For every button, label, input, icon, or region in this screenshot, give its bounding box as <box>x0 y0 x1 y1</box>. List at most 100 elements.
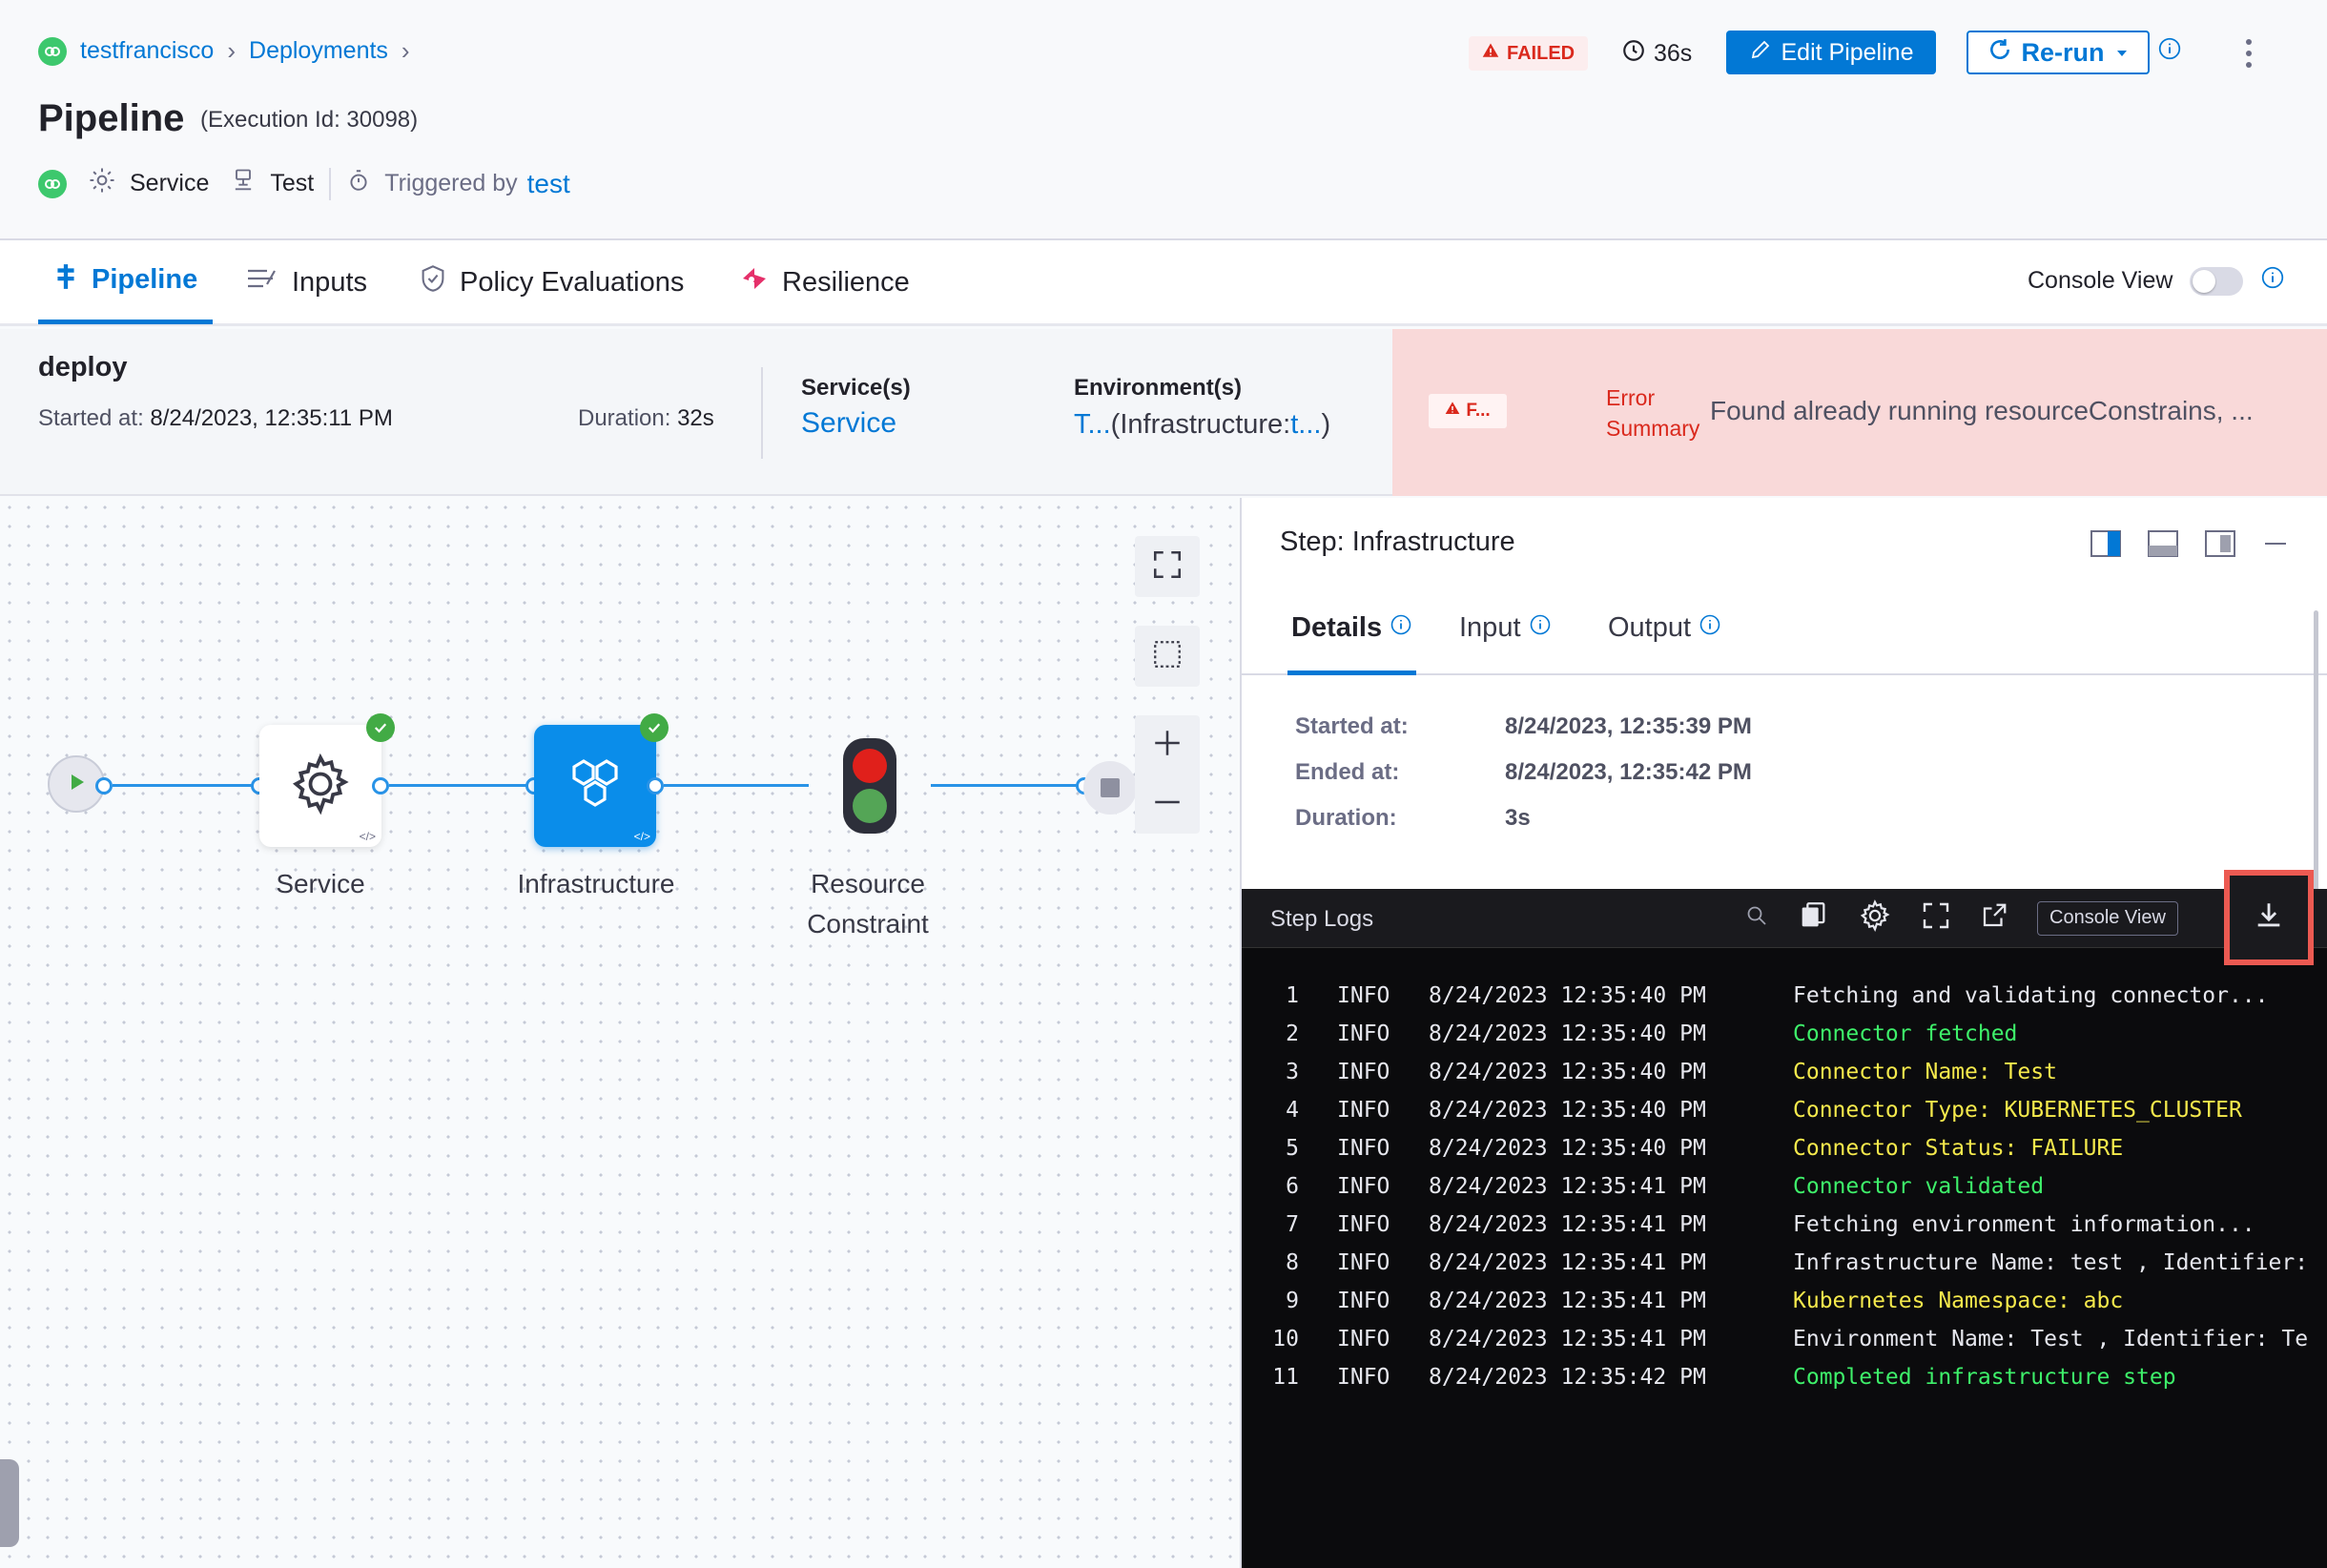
shield-check-icon <box>420 264 446 300</box>
log-timestamp: 8/24/2023 12:35:40 PM <box>1429 1060 1706 1084</box>
environment-icon <box>230 167 257 200</box>
search-icon[interactable] <box>1745 904 1768 932</box>
pipeline-end-node <box>1083 761 1137 815</box>
log-message: Connector fetched <box>1793 1021 2018 1046</box>
detail-key: Started at: <box>1295 713 1409 739</box>
resource-constraint-label-line2: Constraint <box>807 909 929 939</box>
edge-line <box>389 784 534 787</box>
info-icon[interactable] <box>2260 265 2285 297</box>
edit-pipeline-button[interactable]: Edit Pipeline <box>1726 31 1936 74</box>
detail-value: 8/24/2023, 12:35:39 PM <box>1505 713 1752 739</box>
layout-right-icon[interactable] <box>2090 530 2121 562</box>
fit-to-screen-button[interactable] <box>1135 536 1200 597</box>
layout-float-icon[interactable] <box>2205 530 2235 562</box>
layout-bottom-icon[interactable] <box>2148 530 2178 562</box>
rerun-button[interactable]: Re-run <box>1967 31 2150 74</box>
detail-value: 3s <box>1505 805 1531 831</box>
service-node[interactable]: </> <box>259 725 381 847</box>
step-logs: Step Logs Console View <box>1242 870 2327 1568</box>
resource-constraint-node-label: Resource Constraint <box>763 864 973 944</box>
resource-constraint-node[interactable] <box>843 738 896 834</box>
step-logs-toolbar: Step Logs Console View <box>1242 870 2327 965</box>
clock-icon <box>1621 38 1646 70</box>
zoom-in-icon[interactable] <box>1151 727 1184 764</box>
log-level: INFO <box>1337 983 1390 1008</box>
environments-value: T...(Infrastructure:t...) <box>1074 409 1330 441</box>
success-check-icon <box>640 713 669 742</box>
step-details-list: Started at: 8/24/2023, 12:35:39 PM Ended… <box>1295 713 1752 851</box>
tab-inputs[interactable]: Inputs <box>246 240 367 324</box>
resilience-icon <box>740 265 769 299</box>
connector-port <box>372 777 389 794</box>
stage-duration-value: 32s <box>677 405 714 431</box>
console-view-switch[interactable] <box>2190 266 2244 296</box>
log-level: INFO <box>1337 1174 1390 1199</box>
info-icon[interactable] <box>1529 612 1552 644</box>
selection-button[interactable] <box>1135 626 1200 687</box>
success-check-icon <box>366 713 395 742</box>
infrastructure-suffix: ) <box>1321 409 1331 440</box>
console-view-toggle-group: Console View <box>2028 265 2285 297</box>
project-logo-icon <box>38 36 67 66</box>
breadcrumb-project-link[interactable]: testfrancisco <box>80 37 215 64</box>
step-tab-input[interactable]: Input <box>1459 612 1552 675</box>
stage-started-value: 8/24/2023, 12:35:11 PM <box>150 405 393 431</box>
tab-resilience-label: Resilience <box>782 266 910 298</box>
log-line-number: 5 <box>1286 1136 1299 1161</box>
log-timestamp: 8/24/2023 12:35:40 PM <box>1429 983 1706 1008</box>
infrastructure-prefix: (Infrastructure: <box>1110 409 1291 440</box>
tab-policy-evaluations[interactable]: Policy Evaluations <box>420 240 684 324</box>
detail-key: Duration: <box>1295 805 1397 831</box>
fullscreen-icon[interactable] <box>1921 900 1951 936</box>
warning-icon <box>1445 401 1460 422</box>
log-tools: Console View <box>1745 898 2178 938</box>
tab-resilience[interactable]: Resilience <box>740 240 910 324</box>
caret-down-icon <box>2114 38 2130 68</box>
step-tab-output[interactable]: Output <box>1608 612 1721 675</box>
zoom-out-icon[interactable] <box>1151 786 1184 823</box>
detail-key: Ended at: <box>1295 759 1400 785</box>
refresh-icon <box>1987 37 2012 69</box>
error-summary-message[interactable]: Found already running resourceConstrains… <box>1710 396 2254 425</box>
info-icon[interactable] <box>1390 612 1412 644</box>
chevron-right-icon: › <box>227 36 237 65</box>
warning-icon <box>1482 42 1499 65</box>
download-logs-button[interactable] <box>2224 870 2314 965</box>
status-badge-label: FAILED <box>1507 42 1575 64</box>
execution-tabs: Pipeline Inputs Policy Evaluations Resil… <box>0 240 2327 326</box>
log-line-number: 4 <box>1286 1098 1299 1123</box>
log-timestamp: 8/24/2023 12:35:41 PM <box>1429 1212 1706 1237</box>
infrastructure-node[interactable]: </> <box>534 725 656 847</box>
step-tab-details[interactable]: Details <box>1287 612 1417 675</box>
breadcrumb-deployments-link[interactable]: Deployments <box>249 37 388 64</box>
canvas-toolbar <box>1135 536 1200 834</box>
status-badge: FAILED <box>1469 36 1589 71</box>
infrastructure-link[interactable]: t... <box>1290 409 1322 440</box>
info-icon[interactable] <box>2157 36 2182 66</box>
open-external-icon[interactable] <box>1980 901 2008 935</box>
services-link[interactable]: Service <box>801 407 897 439</box>
settings-gear-icon[interactable] <box>1858 898 1892 938</box>
copy-icon[interactable] <box>1797 899 1829 937</box>
log-message: Connector Type: KUBERNETES_CLUSTER <box>1793 1098 2242 1123</box>
detail-row-ended: Ended at: 8/24/2023, 12:35:42 PM <box>1295 759 1752 786</box>
sidebar-collapse-handle[interactable] <box>0 1459 19 1547</box>
triggered-by-user-link[interactable]: test <box>526 168 570 198</box>
info-icon[interactable] <box>1699 612 1721 644</box>
traffic-light-green-icon <box>853 789 887 823</box>
code-icon: </> <box>633 830 650 843</box>
duration-value: 36s <box>1654 40 1693 67</box>
more-options-icon[interactable] <box>2241 36 2256 75</box>
detail-row-started: Started at: 8/24/2023, 12:35:39 PM <box>1295 713 1752 740</box>
traffic-light-red-icon <box>853 749 887 783</box>
tab-pipeline[interactable]: Pipeline <box>38 240 214 324</box>
minimize-icon[interactable] <box>2262 530 2289 562</box>
gear-icon <box>287 751 354 822</box>
meta-service: Service <box>130 170 210 196</box>
step-details-panel: Step: Infrastructure Details Input <box>1240 498 2327 1568</box>
pipeline-graph-canvas[interactable]: </> Service </> Infrastructure Resource … <box>0 498 1240 1568</box>
log-timestamp: 8/24/2023 12:35:41 PM <box>1429 1250 1706 1275</box>
console-view-button[interactable]: Console View <box>2037 900 2178 936</box>
gear-icon <box>88 166 116 201</box>
environment-link[interactable]: T... <box>1074 409 1111 440</box>
